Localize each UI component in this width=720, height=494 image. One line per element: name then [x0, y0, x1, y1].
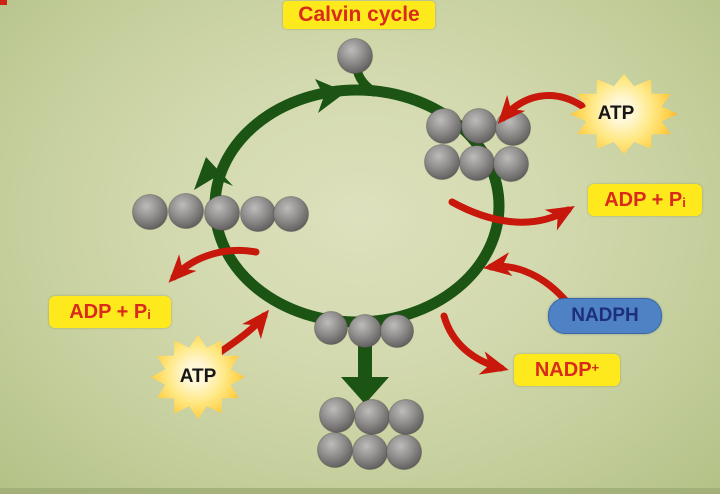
arrow-atp-into-cycle-right: [497, 92, 586, 125]
screen-artifact-dot: [0, 0, 7, 5]
adp-pi-right-text: ADP + P: [604, 188, 683, 211]
nadp-plus-text: NADP: [534, 358, 592, 381]
arrow-cycle-to-adp-pi-right: [448, 198, 575, 231]
nadph-text: NADPH: [571, 305, 639, 326]
arrow-nadph-into-cycle: [483, 252, 570, 305]
nadp-plus-superscript: +: [591, 359, 600, 375]
adp-pi-left-subscript: i: [147, 306, 151, 322]
nadph-label: NADPH: [548, 298, 662, 334]
diagram-title-text: Calvin cycle: [298, 3, 420, 26]
arrow-cycle-to-nadp-plus: [440, 312, 509, 375]
bottom-edge-strip: [0, 488, 720, 494]
adp-pi-right-subscript: i: [682, 194, 686, 210]
atp-right-label: ATP: [597, 103, 635, 124]
product-sugar-cluster: [317, 397, 424, 470]
adp-pi-left-text: ADP + P: [69, 300, 148, 323]
nadp-plus-label: NADP+: [514, 354, 620, 386]
co2-molecule: [337, 38, 373, 74]
cycle-arrowhead-top: [315, 79, 346, 113]
product-output-arrow: [341, 340, 389, 404]
atp-left-label: ATP: [179, 366, 217, 387]
cycle-arrowhead-left: [194, 157, 233, 190]
three-carbon-chain: [314, 311, 414, 348]
arrow-cycle-to-adp-pi-left: [168, 246, 260, 283]
five-carbon-chain: [132, 193, 309, 232]
diagram-title: Calvin cycle: [283, 1, 435, 29]
